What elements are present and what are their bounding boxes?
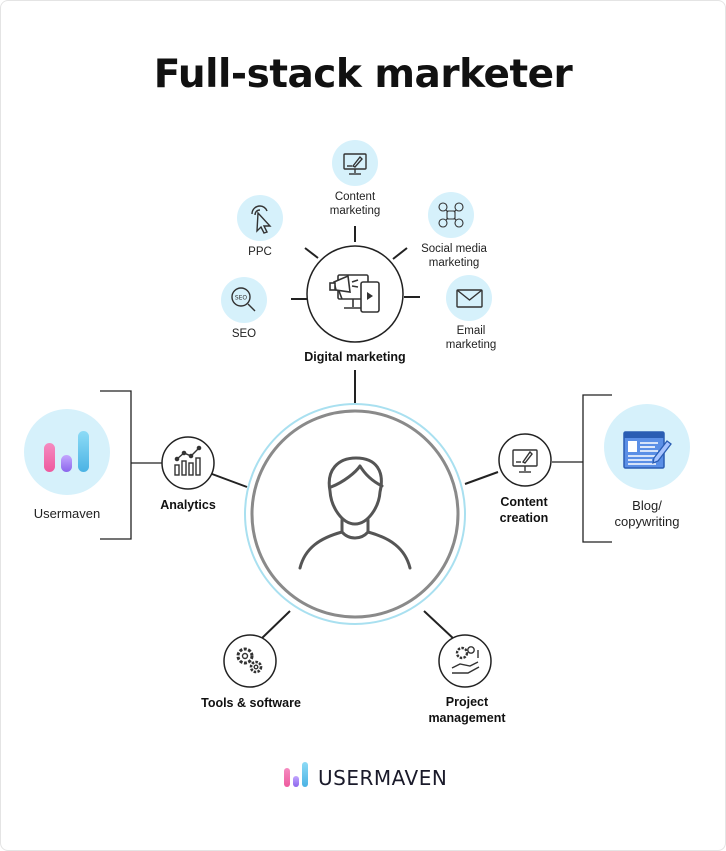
social-media-bubble — [428, 192, 474, 238]
digital-marketing-hub — [306, 245, 404, 343]
label-content-creation: Content creation — [499, 495, 549, 525]
label-social-media-marketing: Social media marketing — [421, 243, 487, 269]
seo-magnifier-icon: SEO — [231, 287, 256, 312]
label-content-marketing: Content marketing — [329, 191, 381, 217]
seo-bubble: SEO — [221, 277, 267, 323]
email-bubble — [446, 275, 492, 321]
tools-software-node — [223, 634, 277, 688]
skill-connectors — [211, 471, 499, 641]
footer-logo-icon — [284, 762, 308, 787]
line-chart-icon — [174, 445, 202, 476]
analytics-node — [161, 436, 215, 490]
right-bracket — [552, 394, 612, 543]
svg-text:SEO: SEO — [235, 295, 248, 302]
label-project-management: Project management — [428, 695, 506, 725]
label-analytics: Analytics — [160, 498, 216, 512]
usermaven-logo-icon — [44, 431, 89, 472]
gears-icon — [236, 647, 263, 674]
label-email-marketing: Email marketing — [445, 325, 497, 351]
diagram-title: Full-stack marketer — [153, 52, 573, 97]
content-creation-node — [498, 433, 552, 487]
digital-marketing-icon — [329, 274, 380, 313]
footer-brand: USERMAVEN — [318, 766, 448, 790]
person-icon — [298, 456, 412, 570]
left-bracket — [100, 390, 162, 540]
content-marketing-bubble — [332, 140, 378, 186]
blog-example — [604, 404, 690, 490]
label-digital-marketing: Digital marketing — [304, 350, 406, 364]
hub-connectors — [291, 226, 420, 406]
cursor-click-icon — [251, 205, 272, 234]
label-usermaven: Usermaven — [33, 506, 101, 521]
ppc-bubble — [237, 195, 283, 241]
person-circle — [244, 403, 466, 625]
label-seo: SEO — [231, 328, 257, 340]
label-blog: Blog/ copywriting — [614, 498, 680, 529]
monitor-pen-icon — [512, 449, 538, 473]
blog-document-icon — [623, 431, 672, 469]
label-tools-software: Tools & software — [201, 696, 301, 710]
usermaven-example — [24, 409, 110, 495]
hand-gears-icon — [451, 646, 480, 674]
social-media-icon — [438, 202, 464, 228]
project-management-node — [438, 634, 492, 688]
label-ppc: PPC — [248, 246, 272, 258]
monitor-pen-icon — [343, 153, 367, 175]
envelope-icon — [456, 289, 483, 308]
